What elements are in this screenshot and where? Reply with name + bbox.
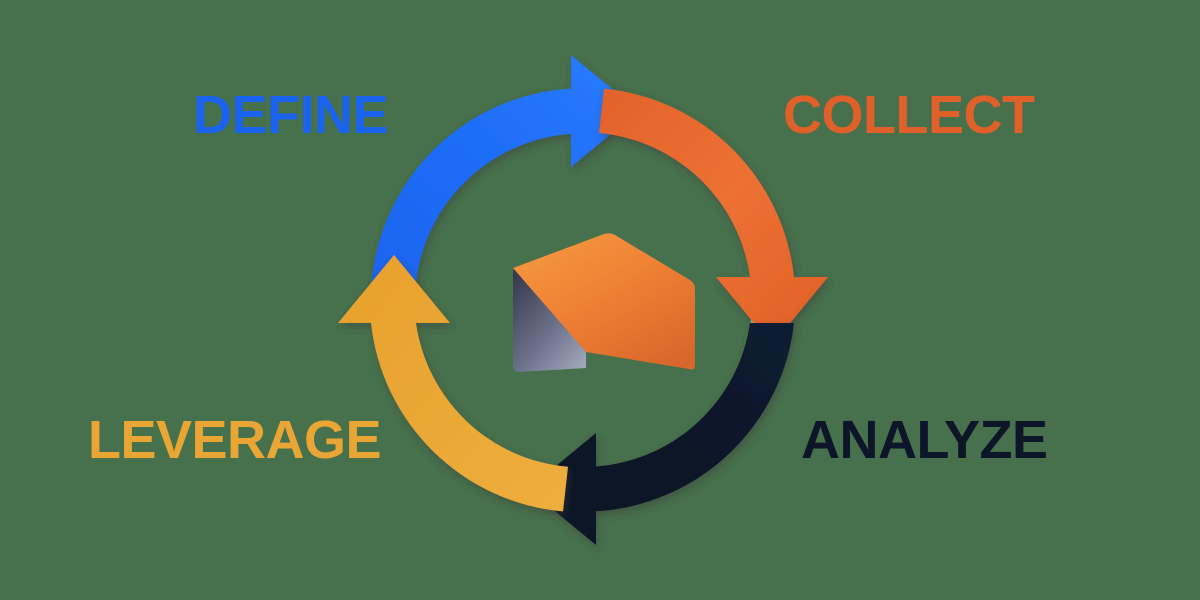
- segment-leverage[interactable]: [338, 255, 568, 512]
- stage-label-define: DEFINE: [193, 85, 389, 145]
- segment-analyze[interactable]: [528, 323, 794, 545]
- stage-label-leverage: LEVERAGE: [88, 410, 382, 470]
- segment-define[interactable]: [371, 55, 639, 300]
- stage-label-collect: COLLECT: [783, 85, 1035, 145]
- chevron-ribbon-logo: [513, 233, 695, 372]
- segment-collect[interactable]: [599, 88, 828, 345]
- stage-label-analyze: ANALYZE: [801, 410, 1048, 470]
